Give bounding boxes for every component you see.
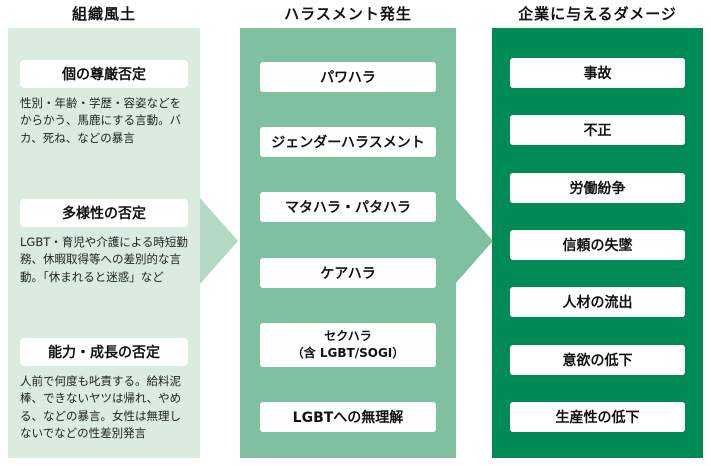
panel-harassment-occurrence: パワハラ ジェンダーハラスメント マタハラ・パタハラ ケアハラ セクハラ （含 … <box>240 28 456 458</box>
arrow-right-icon <box>455 198 493 284</box>
heading-ability-growth-denial: 能力・成長の否定 <box>20 338 188 366</box>
damage-box-motivation-drop: 意欲の低下 <box>510 344 685 375</box>
description-diversity-denial: LGBT・育児や介護による時短勤務、休暇取得等への差別的な言動。「休まれると迷惑… <box>20 235 188 284</box>
harassment-box-lgbt-ignorance: LGBTへの無理解 <box>260 401 436 432</box>
damage-box-labor-dispute: 労働紛争 <box>510 172 685 203</box>
harassment-box-care: ケアハラ <box>260 257 436 288</box>
column-title-organizational-culture: 組織風土 <box>71 5 136 23</box>
culture-group-dignity: 個の尊厳否定 性別・年齢・学歴・容姿などをからかう、馬鹿にする言動。バカ、死ね、… <box>18 60 190 147</box>
description-dignity-denial: 性別・年齢・学歴・容姿などをからかう、馬鹿にする言動。バカ、死ね、などの暴言 <box>20 96 182 145</box>
damage-box-accident: 事故 <box>510 58 685 88</box>
damage-box-productivity-drop: 生産性の低下 <box>510 401 685 432</box>
harassment-box-maternity-paternity: マタハラ・パタハラ <box>260 192 436 223</box>
column-title-company-damage: 企業に与えるダメージ <box>518 5 677 23</box>
harassment-box-power: パワハラ <box>260 62 436 92</box>
damage-box-fraud: 不正 <box>510 115 685 146</box>
heading-diversity-denial: 多様性の否定 <box>20 199 188 227</box>
arrow-right-icon <box>200 198 238 284</box>
description-ability-growth-denial: 人前で何度も叱責する。給料泥棒、できないヤツは帰れ、やめる、などの暴言。女性は無… <box>20 374 182 440</box>
harassment-box-gender: ジェンダーハラスメント <box>260 127 436 158</box>
damage-box-talent-outflow: 人材の流出 <box>510 287 685 318</box>
column-title-harassment-occurrence: ハラスメント発生 <box>284 5 412 23</box>
panel-company-damage: 事故 不正 労働紛争 信頼の失墜 人材の流出 意欲の低下 生産性の低下 <box>492 28 703 458</box>
harassment-box-sexual: セクハラ （含 LGBT/SOGI） <box>260 322 436 367</box>
heading-dignity-denial: 個の尊厳否定 <box>20 60 188 88</box>
panel-organizational-culture: 個の尊厳否定 性別・年齢・学歴・容姿などをからかう、馬鹿にする言動。バカ、死ね、… <box>8 28 200 458</box>
damage-box-trust-loss: 信頼の失墜 <box>510 229 685 260</box>
culture-group-diversity: 多様性の否定 LGBT・育児や介護による時短勤務、休暇取得等への差別的な言動。「… <box>18 199 190 286</box>
culture-group-ability: 能力・成長の否定 人前で何度も叱責する。給料泥棒、できないヤツは帰れ、やめる、な… <box>18 338 190 442</box>
